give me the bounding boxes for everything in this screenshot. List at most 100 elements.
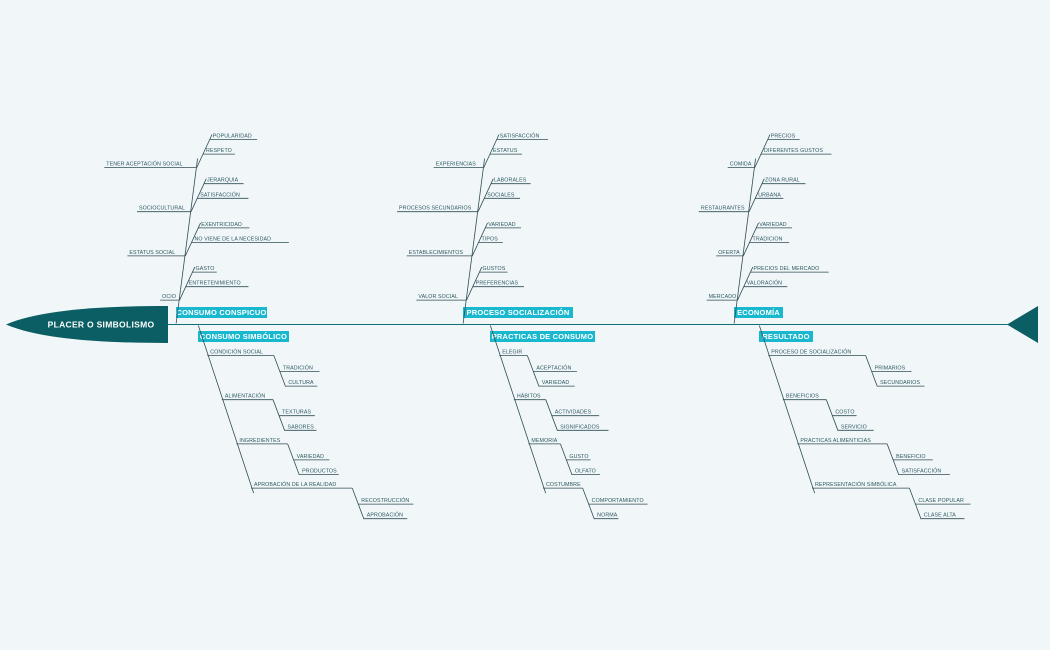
sub-bone — [190, 178, 207, 212]
category-box-bg — [176, 307, 267, 318]
sub-bone — [351, 487, 365, 520]
cause-label: ESTABLECIMIENTOS — [409, 250, 464, 256]
sub-cause-label: SIGNIFICADOS — [560, 424, 600, 430]
sub-cause-label: COMPORTAMIENTO — [592, 498, 644, 504]
branch-bone — [733, 158, 756, 324]
sub-cause-label: ZONA RURAL — [765, 178, 800, 184]
sub-bone — [184, 222, 201, 257]
cause-label: PROCESO DE SOCIALIZACIÓN — [771, 349, 851, 356]
category-box: PRACTICAS DE CONSUMO — [490, 331, 595, 342]
sub-cause-label: PREFERENCIAS — [476, 281, 519, 287]
branch-3: ECONOMÍA COMIDA PRECIOS DIFERENTES GUSTOS RE… — [698, 134, 832, 324]
sub-cause-label: PRECIOS — [771, 134, 796, 140]
fishbone-tail — [1007, 306, 1038, 343]
sub-cause-label: RESPETO — [206, 148, 232, 154]
sub-cause-label: SATISFACCIÓN — [200, 191, 240, 198]
sub-cause-label: NORMA — [597, 513, 618, 519]
sub-cause-label: SATISFACCIÓN — [500, 133, 540, 140]
branch-5: PRACTICAS DE CONSUMO ELEGIRACEPTACIÓNVARI… — [489, 325, 648, 520]
sub-cause-label: SATISFACCIÓN — [902, 468, 942, 475]
cause-label: OCIO — [162, 294, 176, 300]
head-label: PLACER O SIMBOLISMO — [48, 320, 155, 330]
cause-label: COMIDA — [730, 162, 752, 168]
category-box-bg — [463, 307, 573, 318]
branch-1: CONSUMO CONSPICUO TENER ACEPTACIÓN SOCIAL… — [104, 134, 289, 324]
sub-bone — [483, 134, 500, 168]
category-box: CONSUMO CONSPICUO — [176, 307, 267, 318]
sub-bone — [545, 399, 558, 431]
sub-bone — [477, 178, 494, 212]
sub-bone — [865, 355, 878, 387]
category-label: PRACTICAS DE CONSUMO — [492, 332, 594, 341]
sub-bone — [748, 178, 765, 212]
cause-item: TENER ACEPTACIÓN SOCIAL POPULARIDAD RESPET… — [104, 134, 258, 168]
sub-bone — [526, 355, 540, 387]
cause-item: PRACTICAS ALIMENTICIASBENEFICIOSATISFACC… — [797, 438, 950, 476]
branches-layer: CONSUMO CONSPICUO TENER ACEPTACIÓN SOCIAL… — [104, 133, 971, 520]
sub-cause-label: SABORES — [288, 424, 315, 430]
cause-label: ELEGIR — [502, 350, 522, 356]
cause-label: SOCIOCULTURAL — [139, 206, 185, 212]
sub-cause-label: COSTO — [835, 410, 854, 416]
cause-label: EXPERIENCIAS — [436, 162, 477, 168]
sub-cause-label: TRADICIÓN — [283, 365, 313, 372]
cause-label: APROBACIÓN DE LA REALIDAD — [254, 481, 336, 488]
cause-label: PRACTICAS ALIMENTICIAS — [800, 438, 871, 444]
sub-cause-label: SOCIALES — [487, 192, 515, 198]
sub-cause-label: TEXTURAS — [282, 410, 311, 416]
sub-cause-label: VARIEDAD — [542, 380, 570, 386]
sub-cause-label: NO VIENE DE LA NECESIDAD — [194, 237, 271, 243]
cause-label: REPRESENTACIÓN SIMBÓLICA — [815, 481, 897, 488]
sub-bone — [272, 399, 286, 431]
cause-label: COSTUMBRE — [546, 482, 581, 488]
sub-cause-label: PRECIOS DEL MERCADO — [753, 266, 819, 272]
category-label: RESULTADO — [762, 332, 809, 341]
sub-cause-label: RECOSTRUCCIÓN — [361, 497, 409, 504]
sub-cause-label: GUSTOS — [482, 266, 505, 272]
branch-bone — [175, 158, 198, 324]
cause-label: MERCADO — [709, 294, 737, 300]
cause-item: EXPERIENCIAS SATISFACCIÓN ESTATUS — [433, 133, 548, 168]
category-label: CONSUMO CONSPICUO — [176, 308, 266, 317]
sub-cause-label: PRODUCTOS — [302, 469, 337, 475]
cause-item: APROBACIÓN DE LA REALIDAD RECOSTRUCCIÓN AP… — [250, 481, 414, 520]
sub-bone — [196, 134, 213, 168]
cause-label: TENER ACEPTACIÓN SOCIAL — [106, 161, 182, 168]
sub-cause-label: POPULARIDAD — [213, 134, 252, 140]
cause-label: OFERTA — [718, 250, 740, 256]
fishbone-head: PLACER O SIMBOLISMO — [6, 306, 168, 343]
cause-label: MEMORIA — [531, 438, 557, 444]
cause-item: COSTUMBRE COMPORTAMIENTO NORMA — [542, 482, 648, 520]
sub-cause-label: ACTIVIDADES — [555, 410, 592, 416]
cause-label: PROCESOS SECUNDARIOS — [399, 206, 472, 212]
sub-cause-label: VALORACIÓN — [747, 280, 782, 287]
sub-cause-label: CULTURA — [288, 380, 314, 386]
sub-bone — [471, 222, 488, 257]
sub-cause-label: ENTRETENIMIENTO — [189, 281, 241, 287]
sub-bone — [754, 134, 771, 168]
sub-cause-label: SERVICIO — [841, 424, 867, 430]
category-box-bg — [198, 331, 289, 342]
category-box-bg — [759, 331, 813, 342]
sub-cause-label: DIFERENTES GUSTOS — [764, 148, 823, 154]
branch-bone — [489, 325, 547, 494]
category-box: ECONOMÍA — [734, 307, 783, 318]
sub-bone — [466, 266, 483, 301]
cause-item: COMIDA PRECIOS DIFERENTES GUSTOS — [727, 134, 832, 168]
category-box: PROCESO SOCIALIZACIÓN — [463, 307, 573, 318]
sub-cause-label: CLASE POPULAR — [918, 498, 964, 504]
sub-cause-label: ESTATUS — [493, 148, 518, 154]
sub-cause-label: TRADICION — [752, 237, 782, 243]
branch-bone — [462, 158, 485, 324]
sub-cause-label: APROBACIÓN — [367, 512, 403, 519]
